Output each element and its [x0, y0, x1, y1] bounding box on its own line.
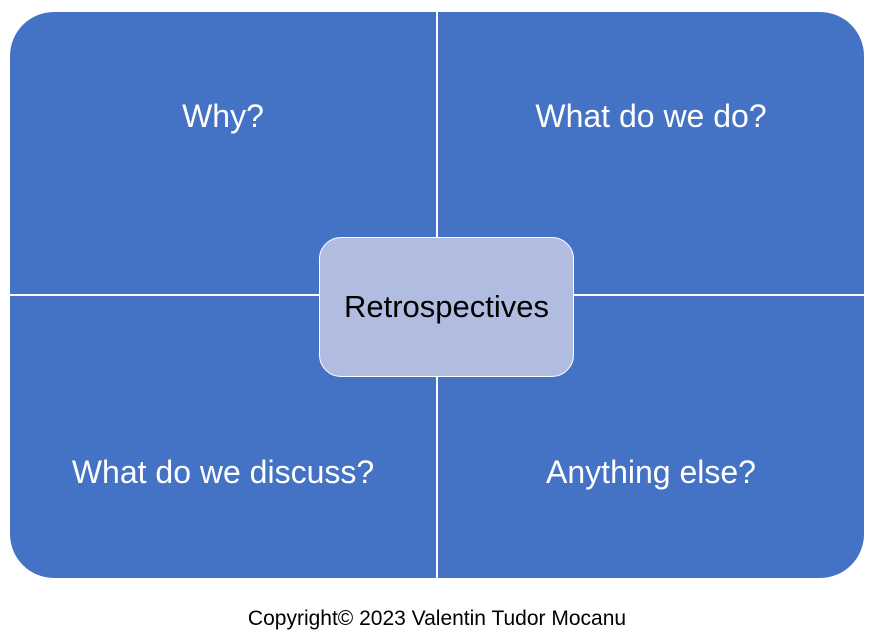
quadrant-top-left: Why?	[10, 12, 436, 294]
copyright-notice: Copyright© 2023 Valentin Tudor Mocanu	[247, 607, 627, 630]
quadrant-label-anything-else: Anything else?	[546, 454, 756, 490]
quadrant-bottom-left: What do we discuss?	[10, 296, 436, 578]
quadrant-matrix: Why? What do we do? What do we discuss? …	[10, 12, 864, 578]
quadrant-label-what-do-we-do: What do we do?	[535, 98, 767, 134]
quadrant-label-why: Why?	[182, 98, 264, 134]
center-label: Retrospectives	[343, 289, 550, 324]
quadrant-label-what-do-we-discuss: What do we discuss?	[71, 454, 375, 490]
center-node: Retrospectives	[319, 237, 574, 377]
